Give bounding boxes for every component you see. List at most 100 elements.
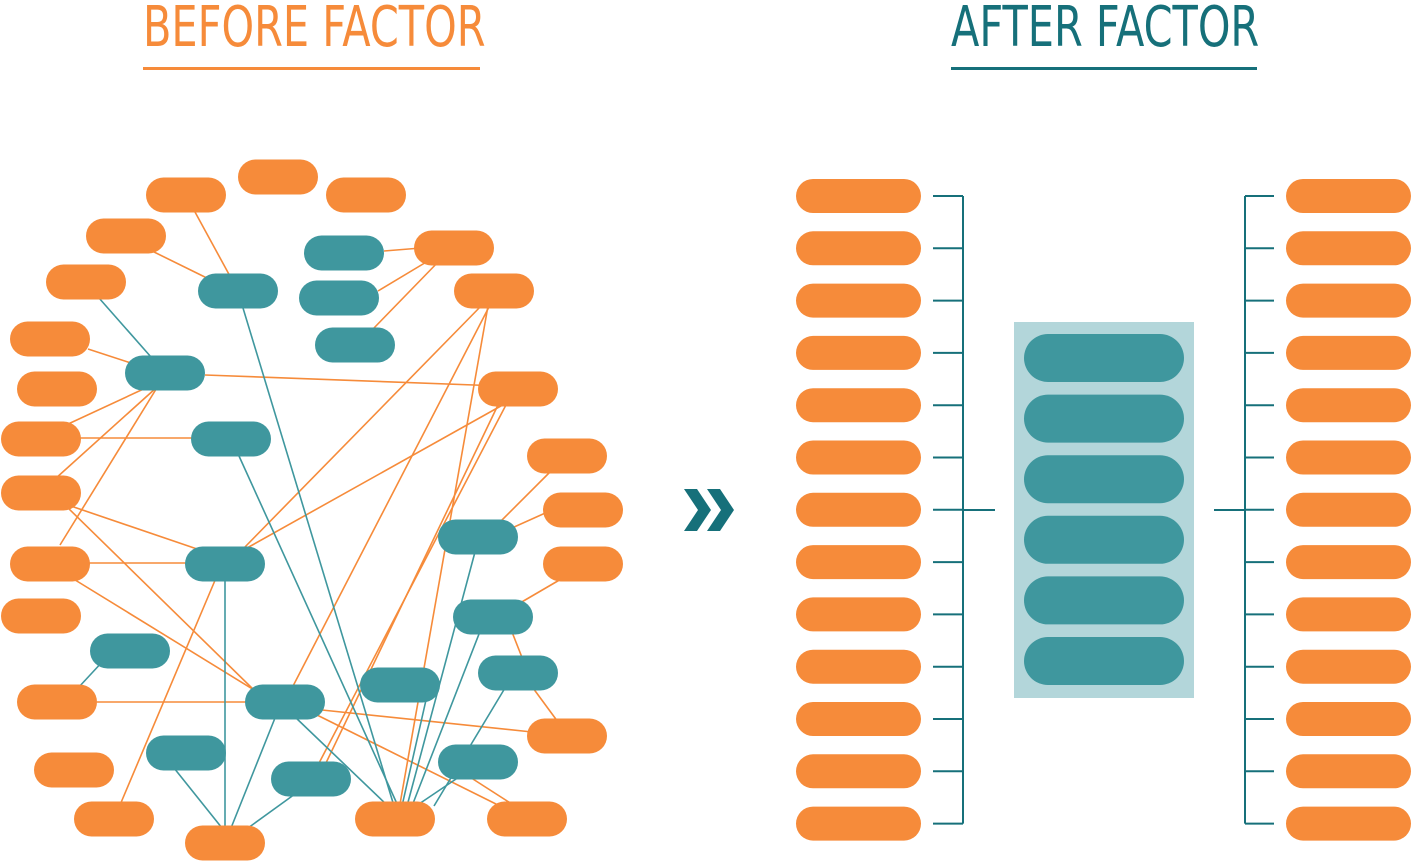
- orange-node: [527, 438, 607, 474]
- network-edge: [406, 551, 476, 807]
- teal-node: [90, 633, 170, 669]
- right-orange-pill: [1286, 492, 1411, 527]
- network-edge: [242, 307, 395, 807]
- network-edge: [204, 374, 502, 387]
- network-edge: [247, 793, 296, 829]
- orange-node: [355, 801, 435, 837]
- orange-node: [414, 230, 494, 266]
- left-orange-pill: [796, 754, 921, 789]
- network-edge: [241, 302, 485, 551]
- after-factor-graphic: [796, 179, 1411, 841]
- teal-node: [315, 327, 395, 363]
- orange-node: [527, 718, 607, 754]
- factor-pill: [1024, 576, 1184, 625]
- network-edge: [401, 699, 427, 807]
- left-orange-pill: [796, 649, 921, 684]
- network-edge: [151, 250, 216, 283]
- left-orange-pill: [796, 231, 921, 266]
- after-factor-underline: [951, 67, 1257, 70]
- left-orange-pill: [796, 283, 921, 318]
- orange-node: [146, 177, 226, 213]
- orange-node: [478, 371, 558, 407]
- orange-node: [17, 371, 97, 407]
- orange-node: [86, 218, 166, 254]
- network-edge: [321, 709, 533, 733]
- network-edge: [54, 387, 157, 480]
- orange-node: [454, 273, 534, 309]
- network-edge: [246, 401, 509, 549]
- orange-node: [487, 801, 567, 837]
- factor-pill: [1024, 637, 1184, 685]
- right-orange-pill: [1286, 283, 1411, 318]
- right-orange-pill: [1286, 597, 1411, 632]
- orange-node: [185, 825, 265, 861]
- teal-node: [191, 421, 271, 457]
- left-orange-pill: [796, 492, 921, 527]
- before-factor-underline: [143, 67, 480, 70]
- right-orange-pill: [1286, 388, 1411, 423]
- factor-box: [1014, 322, 1194, 698]
- orange-node: [46, 264, 126, 300]
- factor-pill: [1024, 334, 1184, 382]
- right-orange-pill: [1286, 545, 1411, 580]
- teal-node: [125, 355, 205, 391]
- teal-node: [185, 546, 265, 582]
- left-orange-pill: [796, 806, 921, 841]
- right-orange-pill: [1286, 702, 1411, 736]
- teal-node: [478, 655, 558, 691]
- factor-pill: [1024, 455, 1184, 504]
- teal-node: [271, 761, 351, 797]
- network-edge: [64, 504, 256, 692]
- orange-node: [326, 177, 406, 213]
- right-orange-pill: [1286, 649, 1411, 684]
- orange-node: [1, 421, 81, 457]
- network-edge: [98, 297, 152, 358]
- network-edge: [61, 502, 201, 551]
- network-edge: [496, 469, 553, 526]
- orange-node: [74, 801, 154, 837]
- after-factor-title: AFTER FACTOR: [951, 0, 1260, 60]
- network-edge: [293, 715, 389, 807]
- teal-node: [299, 280, 379, 316]
- teal-node: [360, 667, 440, 703]
- orange-node: [17, 684, 97, 720]
- network-edge: [291, 304, 491, 689]
- network-edge: [324, 404, 499, 766]
- right-orange-pill: [1286, 754, 1411, 789]
- right-orange-pill: [1286, 179, 1411, 213]
- orange-node: [1, 475, 81, 511]
- right-orange-pill: [1286, 806, 1411, 841]
- teal-node: [453, 599, 533, 635]
- network-nodes: [1, 159, 623, 861]
- network-edge: [230, 717, 276, 829]
- network-edge: [371, 257, 443, 331]
- network-edge: [532, 687, 559, 723]
- network-edge: [399, 305, 489, 805]
- right-orange-pill: [1286, 440, 1411, 475]
- teal-node: [304, 235, 384, 271]
- teal-node: [245, 684, 325, 720]
- left-orange-pill: [796, 702, 921, 736]
- left-orange-pill: [796, 545, 921, 580]
- left-orange-pill: [796, 597, 921, 632]
- teal-node: [198, 273, 278, 309]
- teal-node: [438, 744, 518, 780]
- teal-node: [438, 519, 518, 555]
- factor-pill: [1024, 394, 1184, 443]
- network-edge: [314, 713, 501, 807]
- network-edge: [238, 455, 399, 807]
- left-orange-pill: [796, 388, 921, 423]
- teal-node: [146, 735, 226, 771]
- network-edge: [119, 577, 217, 806]
- orange-node: [10, 546, 90, 582]
- orange-node: [543, 492, 623, 528]
- network-edge: [65, 385, 151, 426]
- orange-node: [1, 598, 81, 634]
- left-orange-pill: [796, 179, 921, 213]
- double-chevron-right-icon: [684, 489, 734, 531]
- right-orange-pill: [1286, 231, 1411, 266]
- factor-pill: [1024, 515, 1184, 564]
- network-edge: [411, 633, 480, 807]
